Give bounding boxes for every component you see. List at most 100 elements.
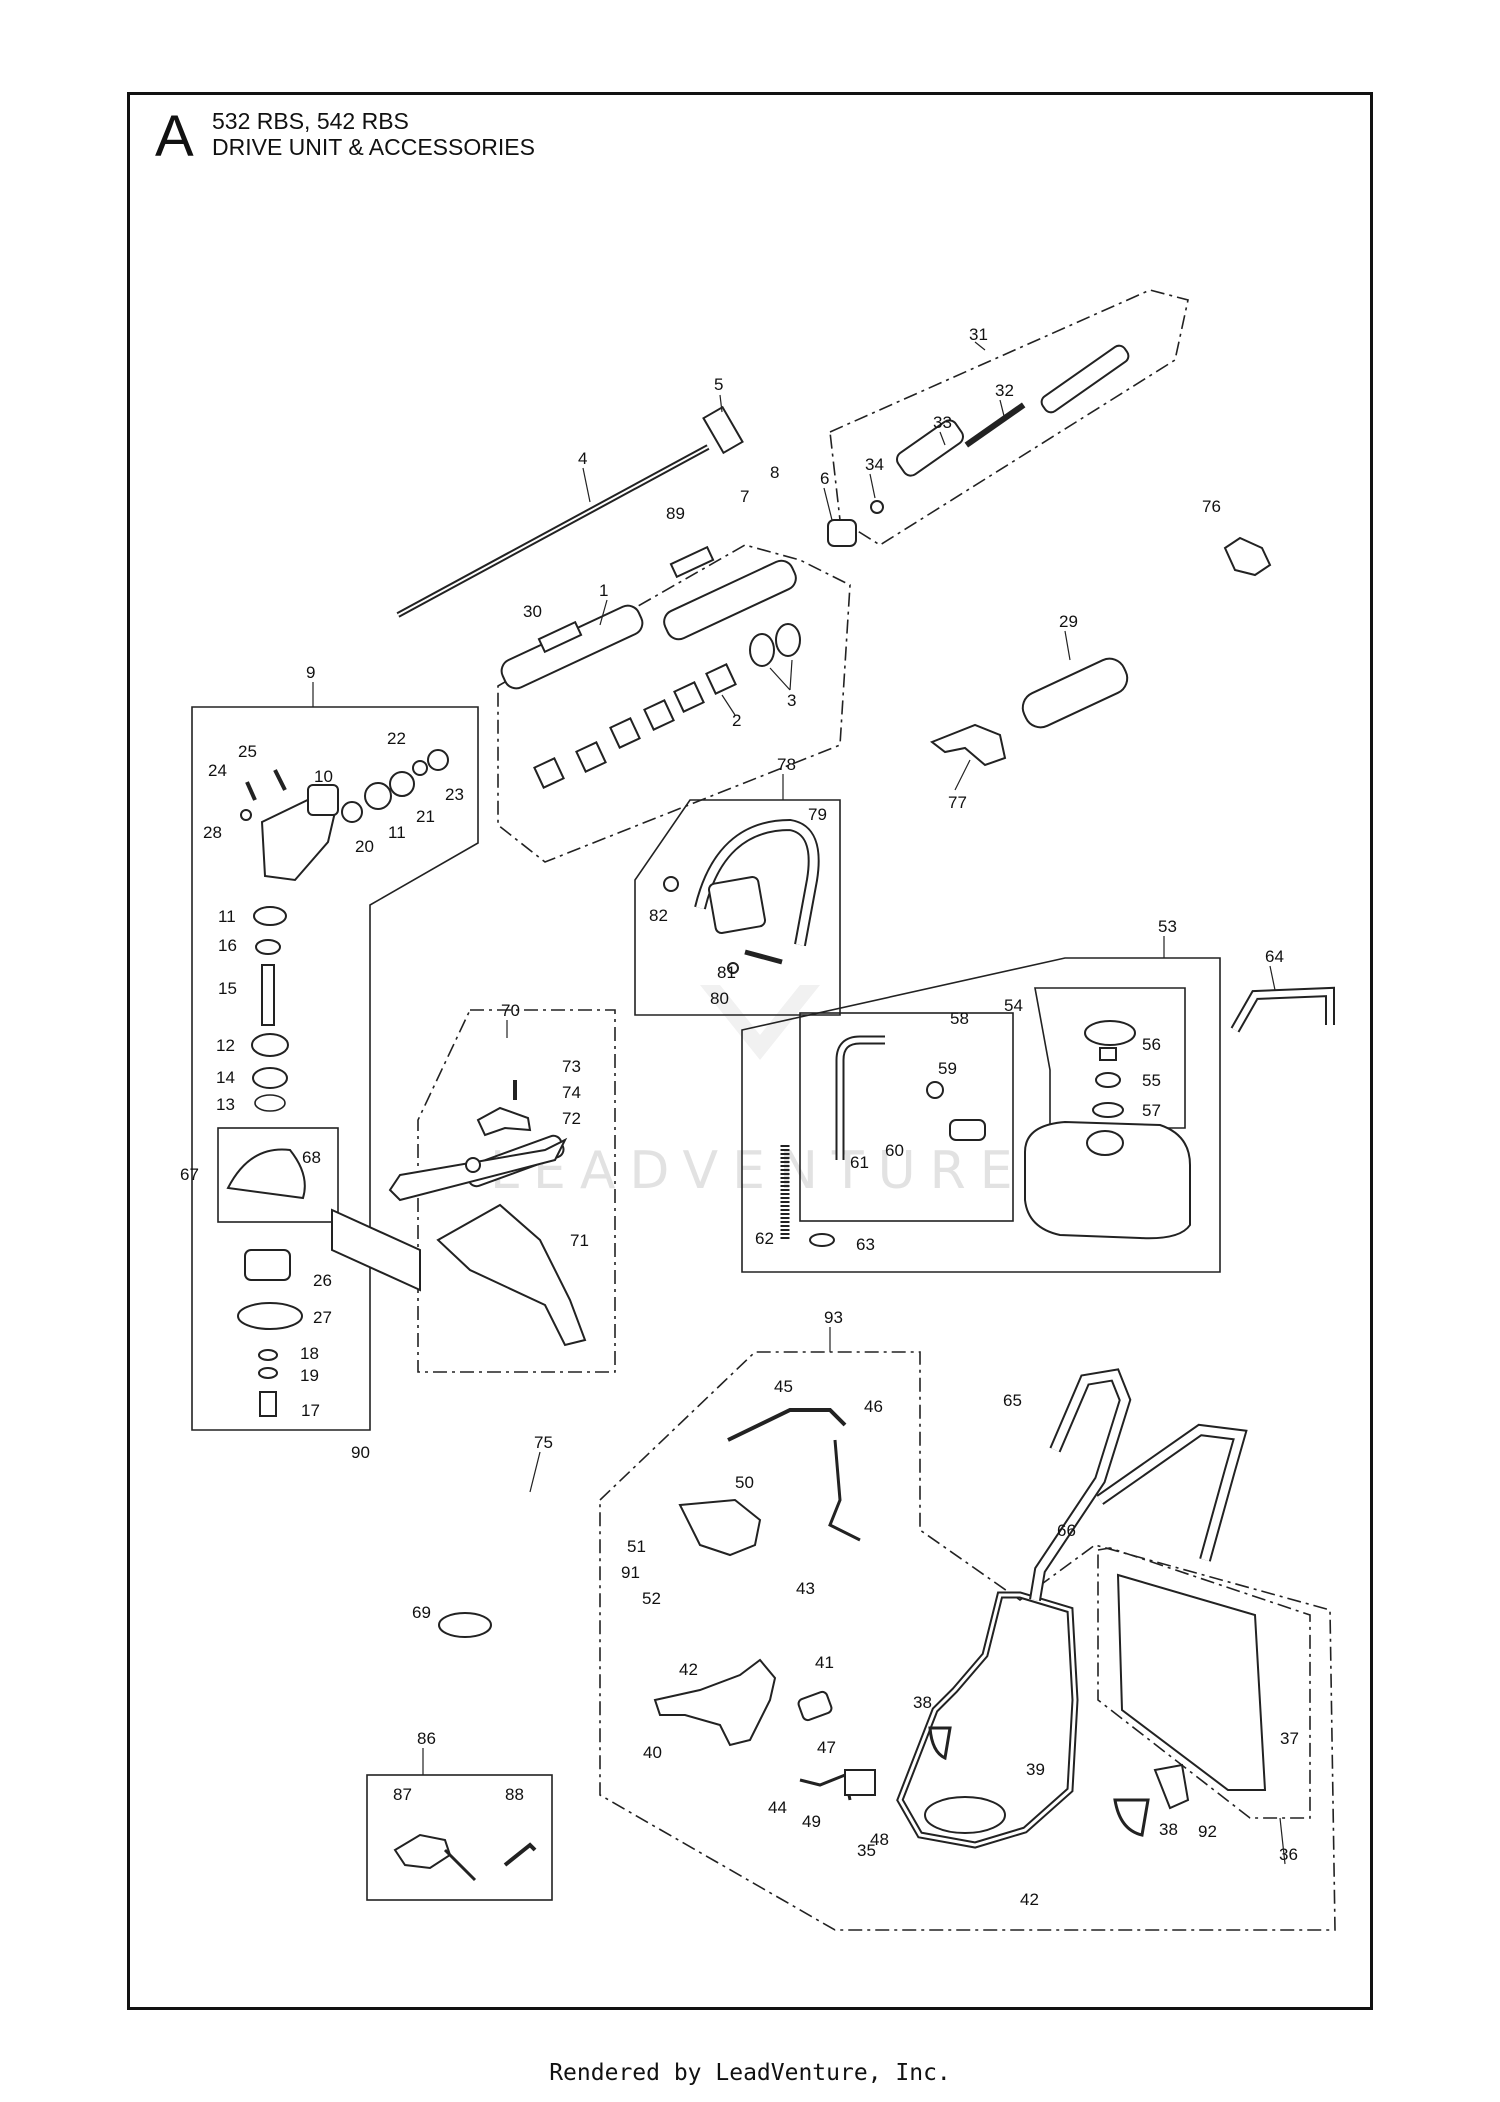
bearing-21 <box>389 771 415 797</box>
frame-base <box>924 1796 1006 1834</box>
callout-92: 92 <box>1198 1822 1217 1841</box>
callout-64: 64 <box>1265 947 1284 966</box>
callout-38: 38 <box>913 1693 932 1712</box>
group-86-outline <box>366 1774 553 1901</box>
wire-46 <box>828 1439 861 1542</box>
callout-3: 3 <box>787 691 796 710</box>
wire-45 <box>727 1408 847 1442</box>
callout-61: 61 <box>850 1153 869 1172</box>
callout-89: 89 <box>666 504 685 523</box>
callouts: 1 2 3 4 5 6 7 8 9 10 11 11 12 13 14 15 1… <box>180 325 1299 1909</box>
callout-15: 15 <box>218 979 237 998</box>
callout-38b: 38 <box>1159 1820 1178 1839</box>
callout-16: 16 <box>218 936 237 955</box>
callout-31: 31 <box>969 325 988 344</box>
callout-77: 77 <box>948 793 967 812</box>
callout-23: 23 <box>445 785 464 804</box>
callout-32: 32 <box>995 381 1014 400</box>
footer-credit: Rendered by LeadVenture, Inc. <box>549 2060 951 2086</box>
callout-87: 87 <box>393 1785 412 1804</box>
bearing-sleeves <box>533 663 737 789</box>
model-title: 532 RBS, 542 RBS <box>212 108 409 134</box>
nipple-28 <box>240 809 252 821</box>
plate-92 <box>1153 1763 1190 1810</box>
callout-60: 60 <box>885 1141 904 1160</box>
circlip-23 <box>427 749 449 771</box>
callout-47: 47 <box>817 1738 836 1757</box>
callout-52: 52 <box>642 1589 661 1608</box>
washer-81 <box>727 962 739 974</box>
nut-17 <box>259 1391 277 1417</box>
callout-10: 10 <box>314 767 333 786</box>
tube-right <box>663 559 797 641</box>
group-53-outline <box>741 957 1221 1273</box>
handle-grip <box>1021 657 1129 729</box>
callout-26: 26 <box>313 1271 332 1290</box>
callout-75: 75 <box>534 1433 553 1452</box>
bearing-11b <box>253 906 287 926</box>
watermark-logo <box>700 985 820 1060</box>
flange-27 <box>237 1302 303 1330</box>
callout-66: 66 <box>1057 1521 1076 1540</box>
cup-69 <box>438 1612 492 1638</box>
callout-71: 71 <box>570 1231 589 1250</box>
callout-33: 33 <box>933 413 952 432</box>
callout-54: 54 <box>1004 996 1023 1015</box>
group-93-outline <box>599 1351 1336 1931</box>
callout-9: 9 <box>306 663 315 682</box>
part-drawings <box>226 344 1335 1882</box>
support-cup-26 <box>244 1249 291 1281</box>
callout-27: 27 <box>313 1308 332 1327</box>
screw-25 <box>273 769 287 791</box>
callout-51: 51 <box>627 1537 646 1556</box>
group-9-outline <box>191 706 479 1431</box>
callout-58: 58 <box>950 1009 969 1028</box>
bearing-12 <box>251 1033 289 1057</box>
callout-79: 79 <box>808 805 827 824</box>
group-36-outline <box>1097 1547 1311 1819</box>
callout-22: 22 <box>387 729 406 748</box>
callout-21: 21 <box>416 807 435 826</box>
callout-57: 57 <box>1142 1101 1161 1120</box>
callout-74: 74 <box>562 1083 581 1102</box>
blade-90 <box>331 1208 421 1292</box>
callout-11b: 11 <box>218 907 236 926</box>
callout-25: 25 <box>238 742 257 761</box>
switch-41 <box>797 1690 833 1722</box>
callout-17: 17 <box>301 1401 320 1420</box>
callout-72: 72 <box>562 1109 581 1128</box>
callout-86: 86 <box>417 1729 436 1748</box>
watermark-text: LEADVENTURE <box>490 1141 1027 1201</box>
callout-13: 13 <box>216 1095 235 1114</box>
callout-90: 90 <box>351 1443 370 1462</box>
callout-41: 41 <box>815 1653 834 1672</box>
valve-56 <box>1099 1047 1117 1061</box>
washer-18 <box>258 1349 278 1361</box>
damper-3a <box>749 633 775 667</box>
section-letter: A <box>155 104 194 169</box>
circlip-13 <box>254 1094 286 1112</box>
group-1-outline <box>497 544 851 863</box>
callout-5: 5 <box>714 375 723 394</box>
bushing <box>702 405 744 455</box>
callout-88: 88 <box>505 1785 524 1804</box>
group-58-outline <box>799 1012 1014 1222</box>
shaft-15 <box>261 964 275 1026</box>
bolt-80 <box>744 949 783 965</box>
callout-62: 62 <box>755 1229 774 1248</box>
nut-82 <box>663 876 679 892</box>
tube-left <box>500 604 644 690</box>
clamp-72 <box>476 1106 532 1137</box>
callout-34: 34 <box>865 455 884 474</box>
callout-4: 4 <box>578 449 587 468</box>
handle-clamp <box>707 875 767 935</box>
group-70-outline <box>417 1009 616 1373</box>
callout-91: 91 <box>621 1563 640 1582</box>
callout-76: 76 <box>1202 497 1221 516</box>
callout-2: 2 <box>732 711 741 730</box>
washer-16 <box>255 939 281 955</box>
diagram-title: DRIVE UNIT & ACCESSORIES <box>212 134 535 160</box>
seal-55 <box>1095 1072 1121 1088</box>
callout-56: 56 <box>1142 1035 1161 1054</box>
